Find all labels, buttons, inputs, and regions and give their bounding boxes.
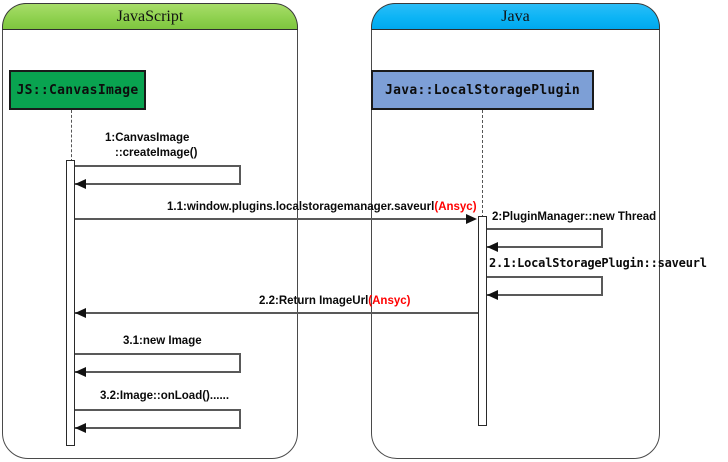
message-m3-1-arrowhead [75, 367, 86, 377]
message-label-m1-1: 1.1:window.plugins.localstoragemanager.s… [167, 201, 477, 213]
lane-java-title: Java [501, 8, 530, 25]
lifeline-java-localstorageplugin [482, 110, 483, 218]
message-m3-1-turn [239, 353, 241, 372]
message-m1-out [75, 165, 241, 167]
message-m3-2-back [75, 427, 241, 429]
async-tag-m2-2: (Ansyc) [368, 295, 411, 307]
message-m2-1-out [487, 276, 603, 278]
message-m3-2-turn [239, 409, 241, 428]
lane-java-header: Java [371, 3, 660, 30]
message-m2-turn [601, 228, 603, 247]
message-m3-2-out [75, 409, 241, 411]
message-m2-1-back [487, 294, 603, 296]
message-m2-1-arrowhead [487, 290, 498, 300]
participant-js-canvasimage-label: JS::CanvasImage [16, 82, 139, 98]
message-label-m3-2: 3.2:Image::onLoad()...... [100, 390, 230, 402]
message-m3-2-arrowhead [75, 423, 86, 433]
activation-js-canvasimage [66, 160, 75, 446]
message-m1-back [75, 183, 241, 185]
message-m1-turn [239, 165, 241, 184]
activation-java-localstorageplugin [478, 216, 487, 426]
message-label-m3-1: 3.1:new Image [123, 335, 202, 347]
message-m2-2-line [75, 312, 478, 314]
lifeline-js-canvasimage [71, 110, 72, 162]
message-label-m2-2: 2.2:Return ImageUrl(Ansyc) [259, 295, 411, 307]
participant-js-canvasimage[interactable]: JS::CanvasImage [9, 70, 146, 110]
message-label-m1-line2: ::createImage() [115, 147, 198, 159]
message-m1-arrowhead [75, 179, 86, 189]
message-m3-1-out [75, 353, 241, 355]
message-m1-1-arrowhead [466, 214, 477, 224]
participant-java-localstorageplugin[interactable]: Java::LocalStoragePlugin [371, 70, 594, 110]
message-label-m2: 2:PluginManager::new Thread [492, 211, 657, 223]
lane-javascript-title: JavaScript [116, 8, 184, 25]
message-m2-out [487, 228, 603, 230]
message-m2-back [487, 246, 603, 248]
message-label-m1-line1: 1:CanvasImage [105, 132, 190, 144]
message-m3-1-back [75, 371, 241, 373]
lane-javascript-header: JavaScript [2, 3, 298, 30]
message-m2-1-turn [601, 276, 603, 295]
participant-java-localstorageplugin-label: Java::LocalStoragePlugin [384, 82, 581, 98]
message-m1-1-line [75, 218, 467, 220]
message-m2-2-arrowhead [75, 308, 86, 318]
async-tag-m1-1: (Ansyc) [434, 201, 477, 213]
message-label-m2-1: 2.1:LocalStoragePlugin::saveurl [489, 256, 707, 270]
message-m2-arrowhead [487, 242, 498, 252]
